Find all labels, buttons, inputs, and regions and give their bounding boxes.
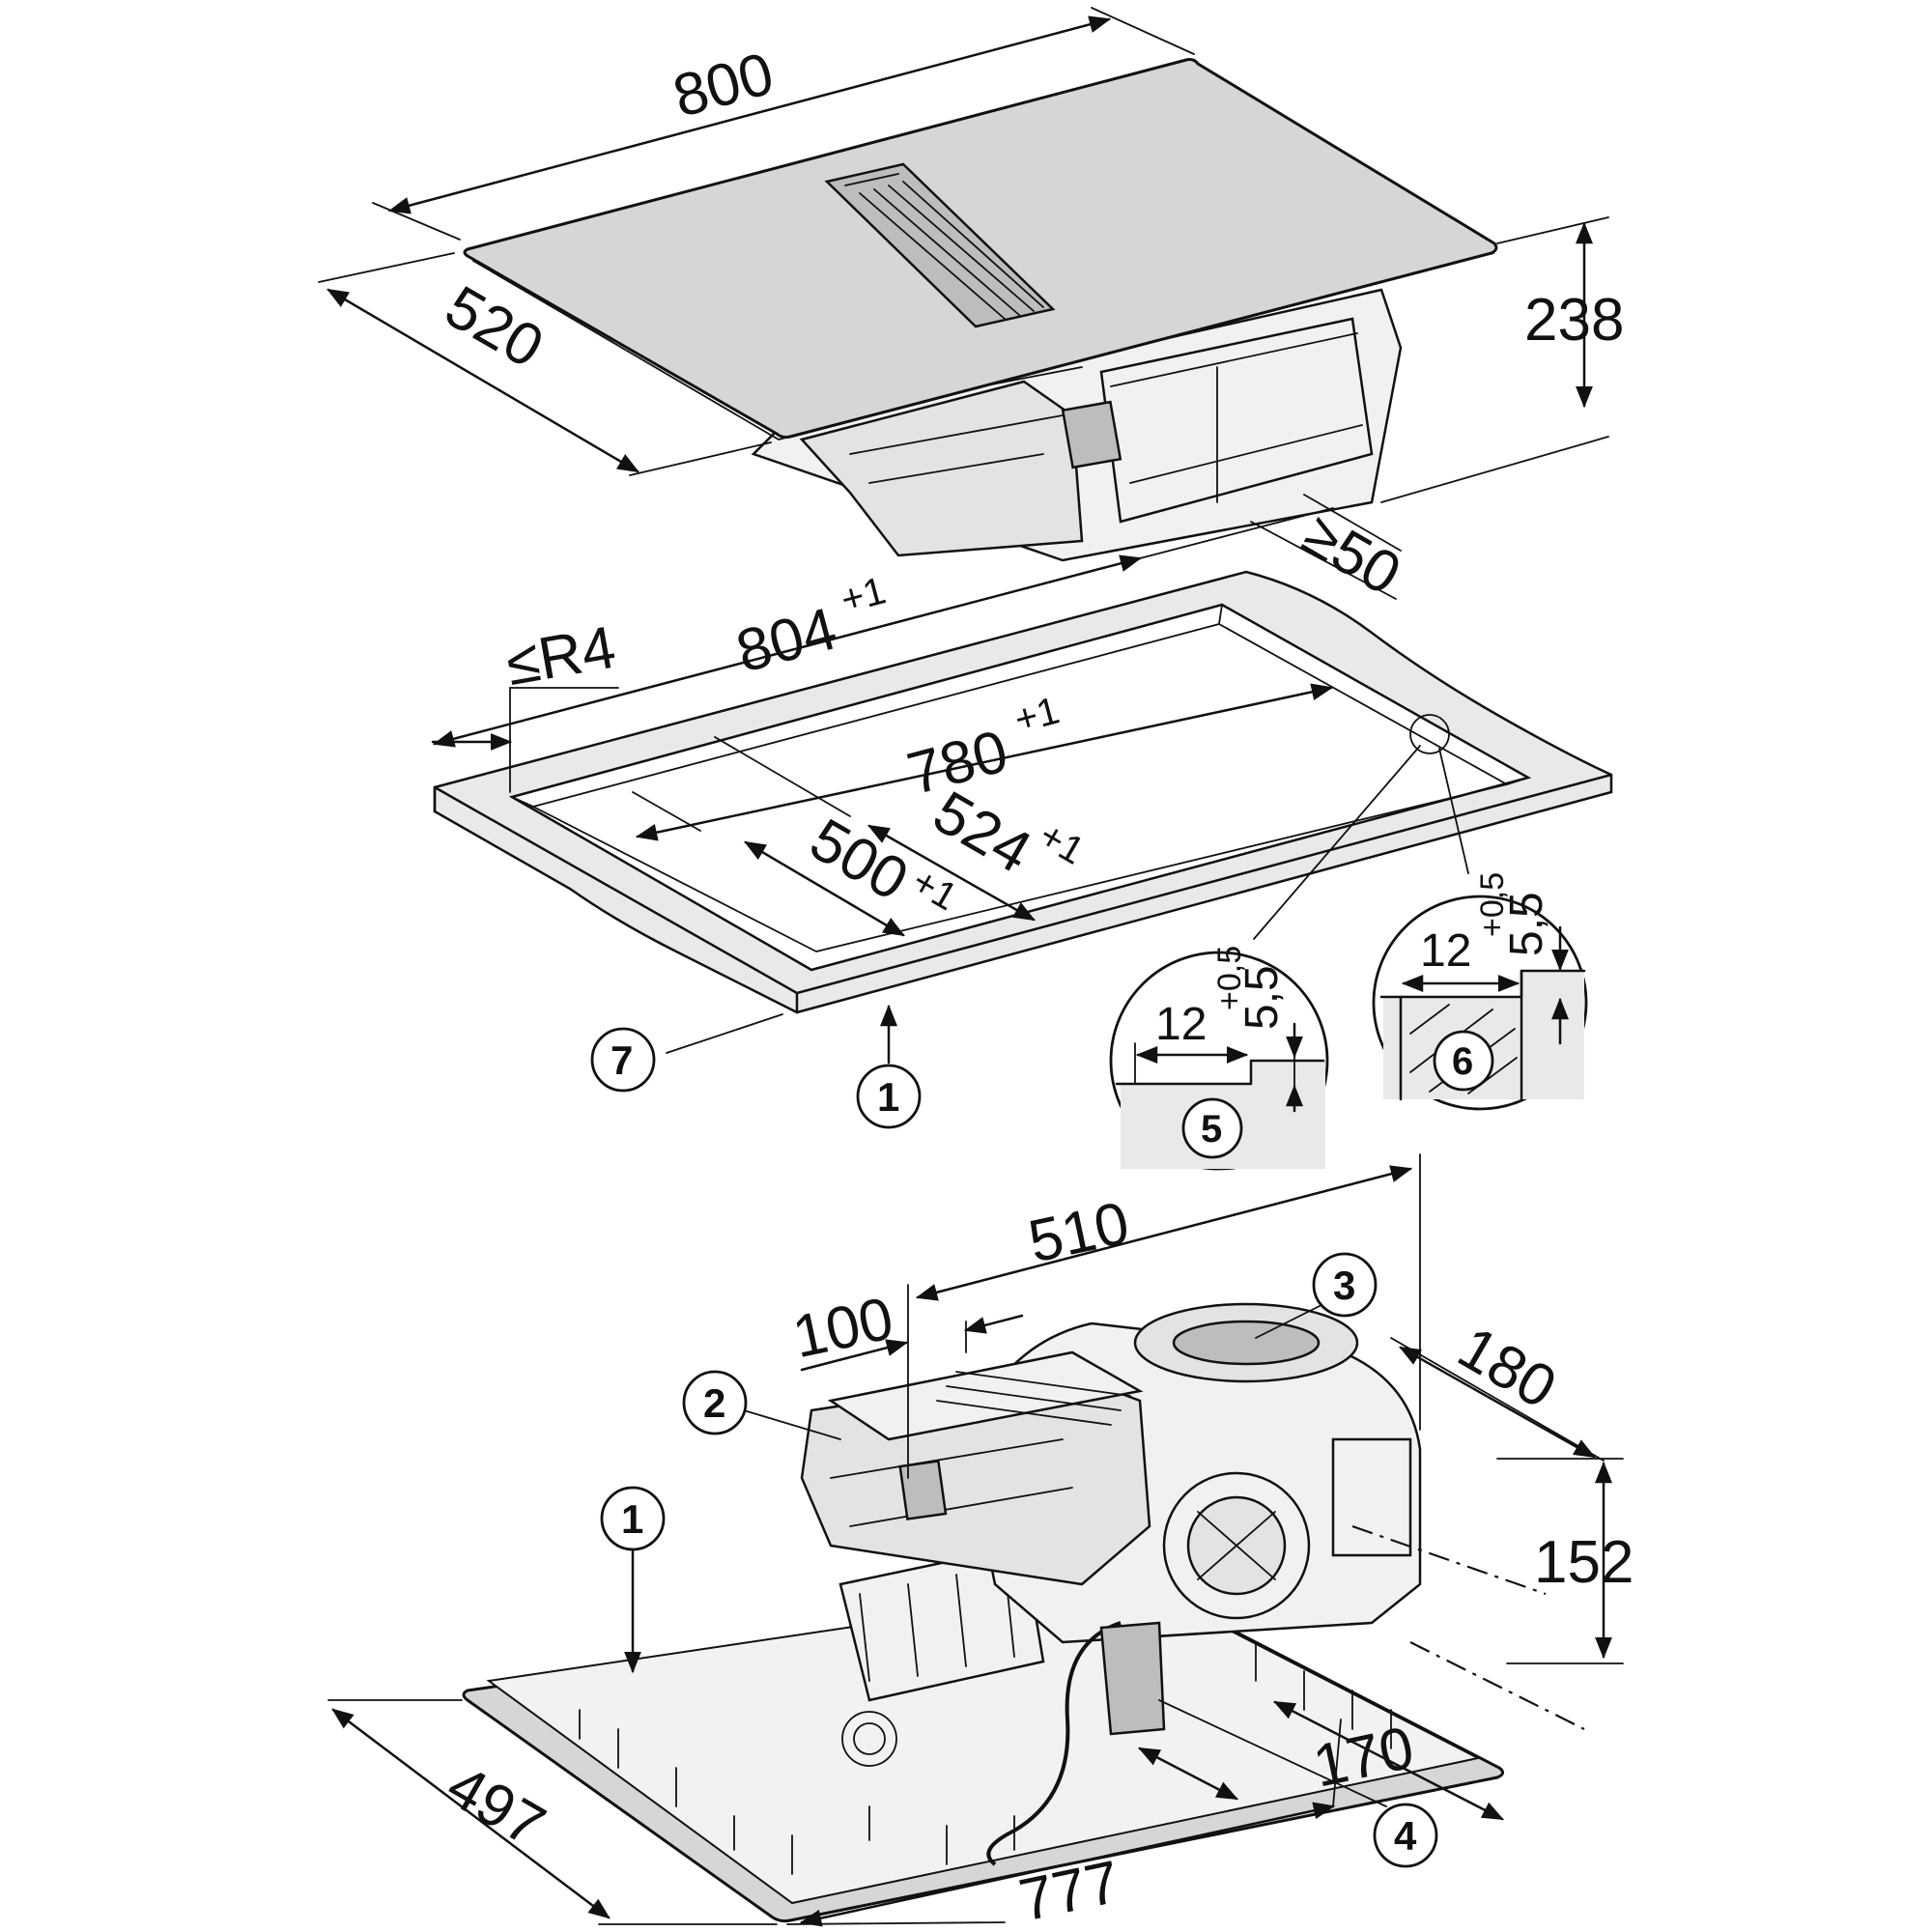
- callout-2-label: 2: [703, 1380, 725, 1426]
- detail-5-height: 5,5: [1236, 965, 1288, 1030]
- outer-width-tol: +1: [837, 569, 890, 621]
- callout-1-bottom-label: 1: [621, 1496, 643, 1542]
- callout-5-label: 5: [1201, 1108, 1222, 1151]
- cooktop-top-view: [463, 58, 1498, 562]
- callout-1-top: [856, 1064, 922, 1129]
- height-label-152: 152: [1534, 1529, 1634, 1596]
- fan-depth-label-180: 180: [1447, 1314, 1567, 1421]
- width-label-800: 800: [667, 41, 781, 130]
- detail-6-height: 5,5: [1501, 892, 1552, 956]
- callout-3-label: 3: [1333, 1263, 1355, 1308]
- corner-radius-label: ≤R4: [501, 614, 621, 699]
- detail-6-tol: +0,5: [1474, 872, 1511, 937]
- callout-6-label: 6: [1452, 1040, 1473, 1083]
- height-label-238: 238: [1524, 287, 1624, 354]
- callout-1-top-label: 1: [877, 1074, 899, 1120]
- callout-4: [1373, 1803, 1438, 1868]
- detail-5-tol: +0,5: [1211, 946, 1248, 1010]
- detail-6: 12 5,5 +0,5 6: [1372, 748, 1588, 1111]
- outer-width-label: 804: [729, 595, 843, 685]
- detail-6-width: 12: [1420, 925, 1471, 977]
- cooktop-bottom-view: [462, 1302, 1504, 1923]
- offset-label-100: 100: [787, 1285, 899, 1371]
- top-dimensions: 800 520 238: [318, 7, 1624, 503]
- callout-7: [590, 1027, 656, 1093]
- rear-gap-label: ≥50: [1292, 500, 1411, 608]
- width-label-510: 510: [1023, 1190, 1135, 1276]
- bottom-callouts: 2 3 1 4: [600, 1252, 1438, 1868]
- callout-6: [1433, 1030, 1494, 1092]
- cutout-callouts: 7 1: [590, 1004, 922, 1129]
- callout-1-bottom: [600, 1486, 666, 1551]
- depth-label-497: 497: [436, 1752, 555, 1860]
- callout-3: [1312, 1252, 1378, 1318]
- callout-4-label: 4: [1394, 1813, 1417, 1859]
- detail-5-width: 12: [1155, 999, 1207, 1050]
- callout-5: [1181, 1097, 1243, 1159]
- callout-7-label: 7: [611, 1037, 633, 1083]
- callout-2: [682, 1370, 748, 1435]
- detail-5: 12 5,5 +0,5 5: [1109, 745, 1421, 1171]
